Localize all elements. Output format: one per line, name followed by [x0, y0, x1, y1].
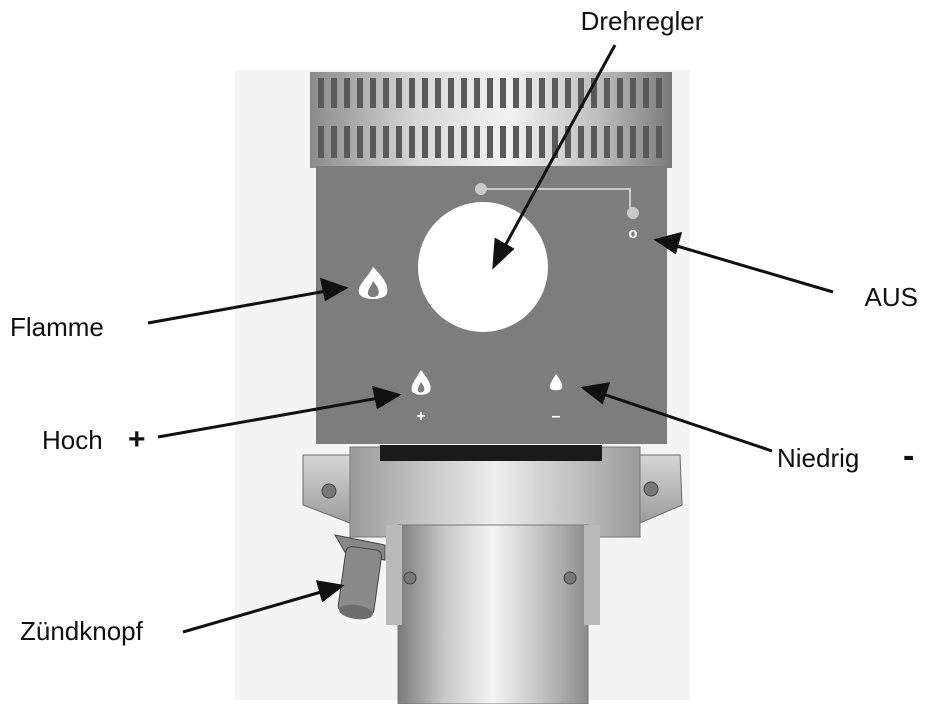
minus-mark: – [552, 408, 561, 425]
arrow-niedrig [596, 390, 773, 453]
screw-icon [403, 571, 417, 585]
off-mark: o [628, 225, 637, 242]
grille-slot [344, 78, 350, 108]
grille-slot [357, 78, 363, 108]
screw-icon [563, 571, 577, 585]
support-pipe [386, 524, 600, 704]
ignition-button[interactable] [334, 534, 386, 621]
grille-slot [513, 126, 519, 158]
arrow-head [315, 580, 345, 603]
grille-slot [656, 126, 662, 158]
grille-slot [383, 126, 389, 158]
arrow-head [372, 385, 402, 410]
arrow-zuendknopf [182, 588, 329, 634]
grille-slot [500, 78, 506, 108]
grille-slot [591, 78, 597, 108]
arrow-head [492, 237, 515, 270]
high-flame-icon [411, 370, 431, 395]
off-indicator [481, 188, 631, 209]
flame-icon [358, 267, 388, 299]
plus-mark: + [416, 408, 425, 425]
arrow-drehregler [498, 44, 617, 256]
grille-slot [422, 78, 428, 108]
grille-slot [656, 78, 662, 108]
screw-icon [643, 481, 659, 497]
grille-slot [539, 78, 545, 108]
grille-slot [448, 126, 454, 158]
label-drehregler: Drehregler [581, 6, 704, 36]
grille-slot [643, 78, 649, 108]
arrow-head [319, 277, 349, 302]
grille-slot [383, 78, 389, 108]
grille-slot [643, 126, 649, 158]
grille-slot [578, 126, 584, 158]
grille-slot [578, 78, 584, 108]
grille-slot [396, 78, 402, 108]
grille-slot [448, 78, 454, 108]
screw-icon [321, 483, 337, 499]
grille-slot [552, 78, 558, 108]
grille-slot [370, 126, 376, 158]
grille-slot [487, 126, 493, 158]
grille-slot [604, 78, 610, 108]
arrow-head [580, 382, 611, 405]
arrow-flamme [147, 288, 333, 325]
grille-slot [370, 78, 376, 108]
grille-slot [474, 78, 480, 108]
grille-slot [409, 126, 415, 158]
arrow-aus [669, 242, 834, 294]
grille-slot [630, 126, 636, 158]
grille-slot [461, 78, 467, 108]
grille-slot [409, 78, 415, 108]
grille-slot [318, 78, 324, 108]
grille-slot [565, 78, 571, 108]
grille-slot [565, 126, 571, 158]
label-flamme: Flamme [10, 312, 104, 342]
off-dot [627, 207, 639, 219]
label-niedrig-sign: - [903, 437, 914, 475]
grille-slot [331, 126, 337, 158]
arrow-head [653, 231, 683, 255]
grille-slot [604, 126, 610, 158]
grille-slot [474, 126, 480, 158]
top-grille [310, 72, 672, 168]
grille-slot [357, 126, 363, 158]
grille-slot [331, 78, 337, 108]
low-flame-icon [549, 374, 563, 391]
grille-slot [344, 126, 350, 158]
mounting-bracket [302, 445, 683, 538]
label-hoch-sign: + [128, 423, 146, 456]
grille-slot [500, 126, 506, 158]
rotary-knob[interactable] [418, 202, 548, 332]
grille-slot [617, 126, 623, 158]
label-aus: AUS [865, 282, 918, 312]
grille-slot [487, 78, 493, 108]
grille-slot [630, 78, 636, 108]
grille-slot [422, 126, 428, 158]
grille-slot [513, 78, 519, 108]
grille-slot [591, 126, 597, 158]
label-hoch: Hoch [42, 425, 103, 455]
label-niedrig: Niedrig [777, 443, 859, 473]
grille-slot [396, 126, 402, 158]
arrow-hoch [157, 395, 386, 439]
label-zuendknopf: Zündknopf [20, 616, 144, 646]
grille-slot [435, 78, 441, 108]
grille-slot [526, 126, 532, 158]
grille-slot [435, 126, 441, 158]
grille-slot [539, 126, 545, 158]
pointer-dot [475, 183, 487, 195]
grille-slot [526, 78, 532, 108]
grille-slot [318, 126, 324, 158]
grille-slot [617, 78, 623, 108]
grille-slot [461, 126, 467, 158]
grille-slot [552, 126, 558, 158]
